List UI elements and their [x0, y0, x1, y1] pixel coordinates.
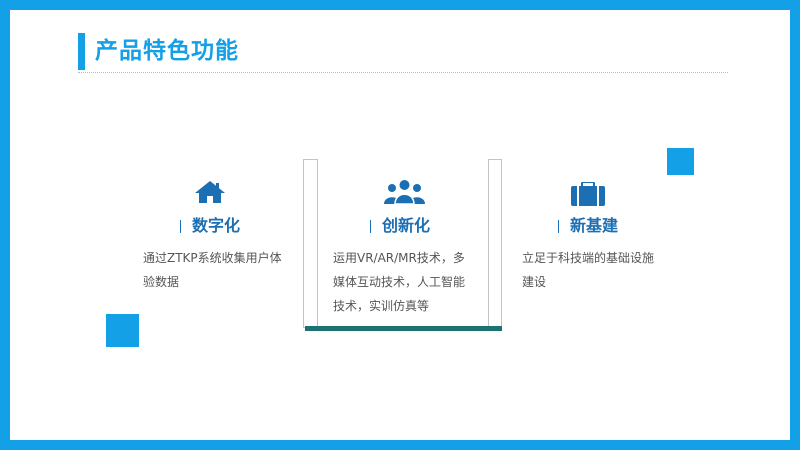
title-accent-bar	[78, 33, 85, 70]
feature-title-digital: 数字化	[192, 216, 241, 235]
desc-line: 运用VR/AR/MR技术，多	[333, 251, 465, 265]
desc-line: 媒体互动技术，人工智能	[333, 275, 466, 289]
feature-title-innovation: 创新化	[382, 216, 431, 235]
decorative-square-top-right	[667, 148, 694, 175]
desc-line: 验数据	[143, 275, 180, 289]
card-title-mark	[558, 220, 559, 233]
highlight-underline	[305, 326, 502, 331]
desc-line: 技术，实训仿真等	[333, 299, 430, 313]
feature-desc-innovation: 运用VR/AR/MR技术，多 媒体互动技术，人工智能 技术，实训仿真等	[333, 246, 483, 318]
card-title-mark	[180, 220, 181, 233]
briefcase-icon	[571, 182, 605, 206]
feature-desc-infrastructure: 立足于科技端的基础设施 建设	[522, 246, 677, 294]
desc-line: 建设	[522, 275, 547, 289]
feature-desc-digital: 通过ZTKP系统收集用户体 验数据	[143, 246, 298, 294]
home-icon	[195, 181, 225, 203]
decorative-square-bottom-left	[106, 314, 139, 347]
desc-line: 立足于科技端的基础设施	[522, 251, 655, 265]
desc-line: 通过ZTKP系统收集用户体	[143, 251, 282, 265]
people-group-icon	[384, 180, 425, 204]
card-title-mark	[370, 220, 371, 233]
feature-title-infrastructure: 新基建	[570, 216, 619, 235]
title-divider	[78, 72, 728, 73]
page-title: 产品特色功能	[95, 38, 239, 64]
